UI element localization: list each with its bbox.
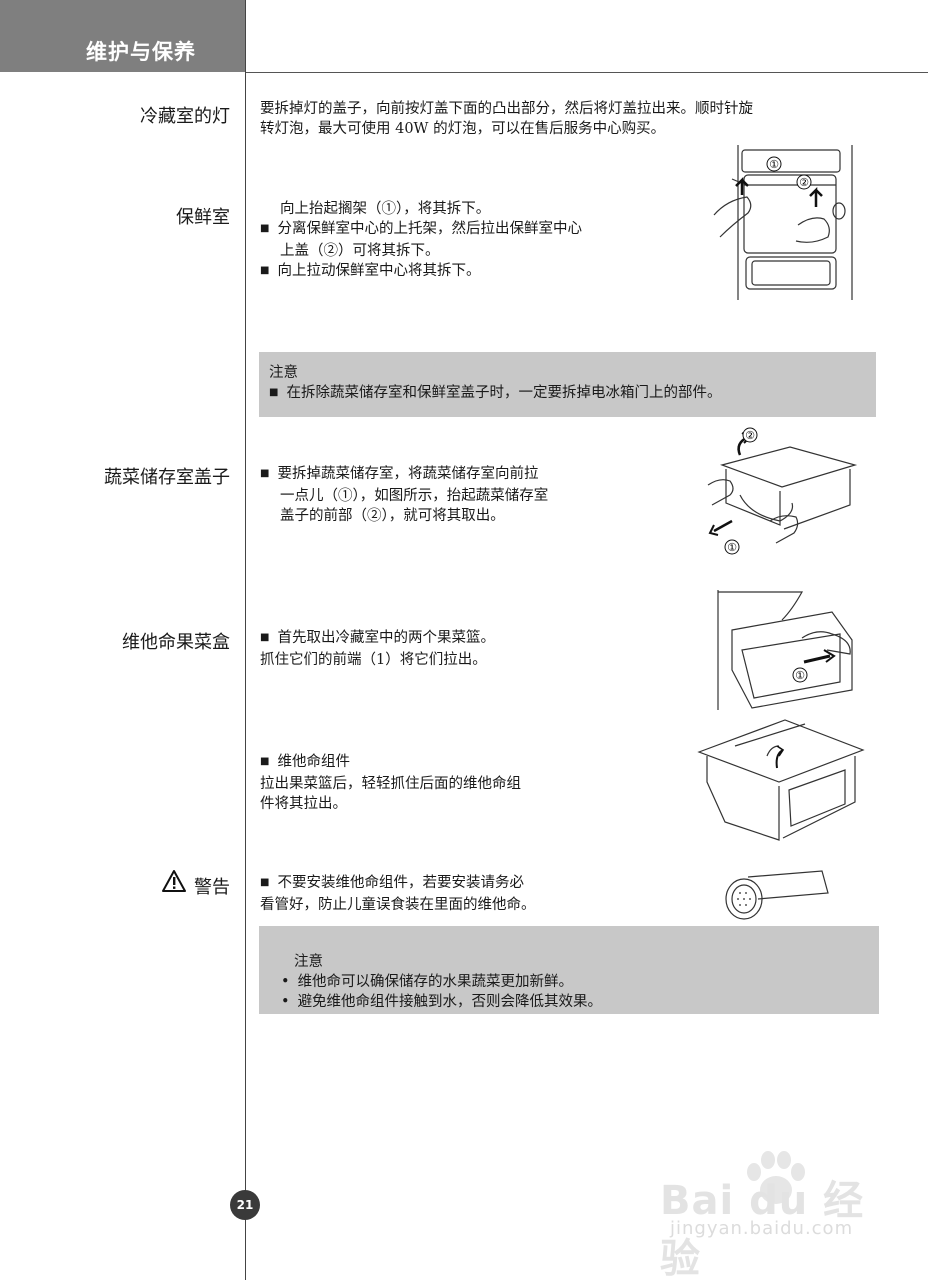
- note1-title: 注意: [269, 365, 298, 381]
- fresh-callout-2: ②: [799, 176, 809, 189]
- vitamin-unit-illustration: [695, 712, 865, 842]
- veg-line-2: 一点儿（①），如图所示，抬起蔬菜储存室: [280, 488, 549, 504]
- lamp-line-2: 转灯泡，最大可使用 40W 的灯泡，可以在售后服务中心购买。: [260, 121, 666, 137]
- warning-line-1: 不要安装维他命组件，若要安装请务必: [260, 873, 536, 895]
- warning-line-2: 看管好，防止儿童误食装在里面的维他命。: [260, 897, 536, 913]
- veg-callout-2: ②: [745, 429, 755, 442]
- note-box-2: 注意 •维他命可以确保储存的水果蔬菜更加新鲜。 •避免维他命组件接触到水，否则会…: [259, 926, 879, 1014]
- vitamin-drawer-illustration: ①: [712, 590, 862, 710]
- veg-cover-illustration: ② ①: [700, 425, 860, 565]
- lamp-text: 要拆掉灯的盖子，向前按灯盖下面的凸出部分，然后将灯盖拉出来。顺时针旋 转灯泡，最…: [260, 99, 753, 139]
- section-label-vitamin: 维他命果菜盒: [122, 632, 230, 653]
- watermark-brand: Bai du 经验: [660, 1178, 865, 1282]
- vertical-divider: [245, 0, 246, 1280]
- fresh-line-3: 上盖（②）可将其拆下。: [280, 243, 440, 259]
- fresh-text: 向上抬起搁架（①），将其拆下。 分离保鲜室中心的上托架，然后拉出保鲜室中心 上盖…: [260, 199, 582, 283]
- section-label-fresh: 保鲜室: [176, 207, 230, 228]
- note2-item-1: •维他命可以确保储存的水果蔬菜更加新鲜。: [281, 974, 574, 990]
- vitamin-part-illustration: [722, 865, 832, 923]
- page-number: 21: [230, 1190, 260, 1220]
- vitamin-text: 首先取出冷藏室中的两个果菜篮。 抓住它们的前端（1）将它们拉出。: [260, 628, 495, 670]
- watermark-url: jingyan.baidu.com: [670, 1218, 854, 1239]
- warning-text: 不要安装维他命组件，若要安装请务必 看管好，防止儿童误食装在里面的维他命。: [260, 873, 536, 915]
- fresh-line-2: 分离保鲜室中心的上托架，然后拉出保鲜室中心: [260, 219, 582, 241]
- vitamin-unit-text: 维他命组件 拉出果菜篮后，轻轻抓住后面的维他命组 件将其拉出。: [260, 752, 521, 814]
- note2-item-2: •避免维他命组件接触到水，否则会降低其效果。: [281, 994, 603, 1010]
- note2-title: 注意: [294, 954, 323, 970]
- fresh-line-4: 向上拉动保鲜室中心将其拆下。: [260, 261, 582, 283]
- header-divider: [245, 72, 928, 73]
- veg-text: 要拆掉蔬菜储存室，将蔬菜储存室向前拉 一点儿（①），如图所示，抬起蔬菜储存室 盖…: [260, 464, 548, 526]
- page-title: 维护与保养: [86, 40, 196, 64]
- vitamin-unit-line-1: 维他命组件: [260, 752, 521, 774]
- vitamin-callout-1: ①: [795, 669, 805, 682]
- veg-line-3: 盖子的前部（②），就可将其取出。: [280, 508, 505, 524]
- fresh-line-1: 向上抬起搁架（①），将其拆下。: [280, 201, 491, 217]
- section-label-lamp: 冷藏室的灯: [140, 106, 230, 127]
- fresh-room-illustration: ① ②: [712, 145, 862, 300]
- lamp-line-1: 要拆掉灯的盖子，向前按灯盖下面的凸出部分，然后将灯盖拉出来。顺时针旋: [260, 101, 753, 117]
- warning-icon: [161, 869, 187, 893]
- vitamin-unit-line-2: 拉出果菜篮后，轻轻抓住后面的维他命组: [260, 776, 521, 792]
- veg-line-1: 要拆掉蔬菜储存室，将蔬菜储存室向前拉: [260, 464, 548, 486]
- section-label-warning: 警告: [194, 877, 230, 898]
- watermark: Bai du 经验 jingyan.baidu.com: [660, 1151, 890, 1282]
- vitamin-line-2: 抓住它们的前端（1）将它们拉出。: [260, 652, 487, 668]
- vitamin-unit-line-3: 件将其拉出。: [260, 796, 347, 812]
- section-label-veg: 蔬菜储存室盖子: [104, 467, 230, 488]
- note2-item-1-text: 维他命可以确保储存的水果蔬菜更加新鲜。: [297, 974, 574, 990]
- veg-callout-1: ①: [727, 541, 737, 554]
- note2-item-2-text: 避免维他命组件接触到水，否则会降低其效果。: [297, 994, 603, 1010]
- header-bar: [0, 0, 245, 72]
- vitamin-line-1: 首先取出冷藏室中的两个果菜篮。: [260, 628, 495, 650]
- fresh-callout-1: ①: [769, 158, 779, 171]
- note-box-1: 注意 在拆除蔬菜储存室和保鲜室盖子时，一定要拆掉电冰箱门上的部件。: [259, 352, 876, 417]
- note1-item-1: 在拆除蔬菜储存室和保鲜室盖子时，一定要拆掉电冰箱门上的部件。: [269, 383, 721, 405]
- paw-icon: [747, 1151, 805, 1204]
